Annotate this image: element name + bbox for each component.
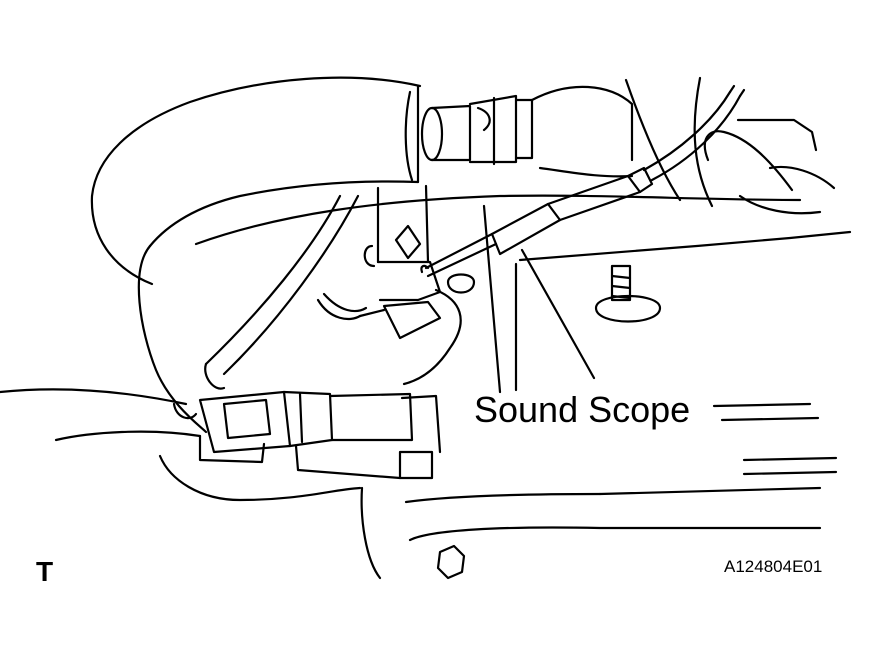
hose <box>90 76 422 286</box>
figure-id: A124804E01 <box>724 557 823 576</box>
electrical-connector <box>198 390 442 480</box>
right-hatch-lines <box>712 402 838 476</box>
callout-leader-line <box>520 248 596 380</box>
sound-scope-probe <box>420 84 746 278</box>
mounting-stud <box>594 264 662 323</box>
small-hose <box>204 194 360 390</box>
hex-bolt <box>436 544 466 580</box>
sound-scope-label: Sound Scope <box>474 389 691 430</box>
engine-housing <box>194 76 852 394</box>
corner-mark: T <box>36 556 54 587</box>
injector-body <box>316 184 476 386</box>
engine-frame <box>0 244 822 580</box>
hose-clamp <box>420 94 534 166</box>
